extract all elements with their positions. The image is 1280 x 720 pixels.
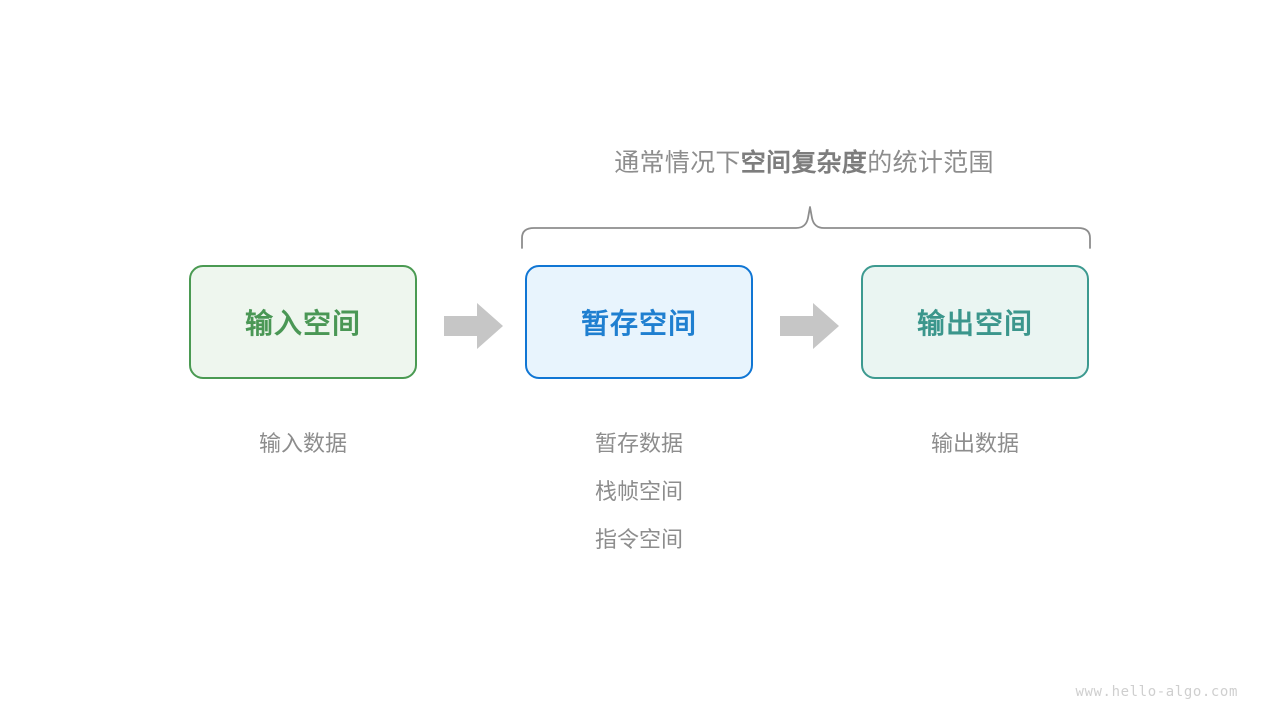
caption-prefix: 通常情况下	[614, 149, 741, 177]
caption-emphasis: 空间复杂度	[740, 149, 868, 177]
box-output-space[interactable]: 输出空间	[861, 265, 1089, 379]
arrow-input-to-temp	[444, 302, 504, 350]
labels-input: 输入数据	[189, 420, 417, 468]
diagram-caption: 通常情况下空间复杂度的统计范围	[0, 145, 1280, 181]
arrow-temp-to-output	[780, 302, 840, 350]
label-item: 栈帧空间	[594, 479, 683, 504]
labels-temp: 暂存数据 栈帧空间 指令空间	[525, 420, 753, 564]
right-arrow-icon	[444, 303, 503, 349]
label-item: 输入数据	[258, 431, 347, 456]
box-input-space[interactable]: 输入空间	[189, 265, 417, 379]
label-item: 输出数据	[930, 431, 1019, 456]
box-temp-space[interactable]: 暂存空间	[525, 265, 753, 379]
box-input-space-label: 输入空间	[244, 308, 361, 339]
space-labels-row: 输入数据 暂存数据 栈帧空间 指令空间 输出数据	[0, 420, 1280, 580]
scope-brace-icon	[521, 206, 1091, 249]
box-temp-space-label: 暂存空间	[580, 308, 697, 339]
box-output-space-label: 输出空间	[916, 308, 1033, 339]
caption-suffix: 的统计范围	[867, 149, 994, 177]
space-boxes-row: 输入空间 暂存空间 输出空间	[0, 265, 1280, 381]
site-watermark: www.hello-algo.com	[1075, 684, 1238, 700]
right-arrow-icon	[780, 303, 839, 349]
caption-text: 通常情况下空间复杂度的统计范围	[614, 149, 994, 177]
scope-brace	[510, 196, 1102, 254]
label-item: 指令空间	[594, 527, 683, 552]
label-item: 暂存数据	[594, 431, 683, 456]
labels-output: 输出数据	[861, 420, 1089, 468]
